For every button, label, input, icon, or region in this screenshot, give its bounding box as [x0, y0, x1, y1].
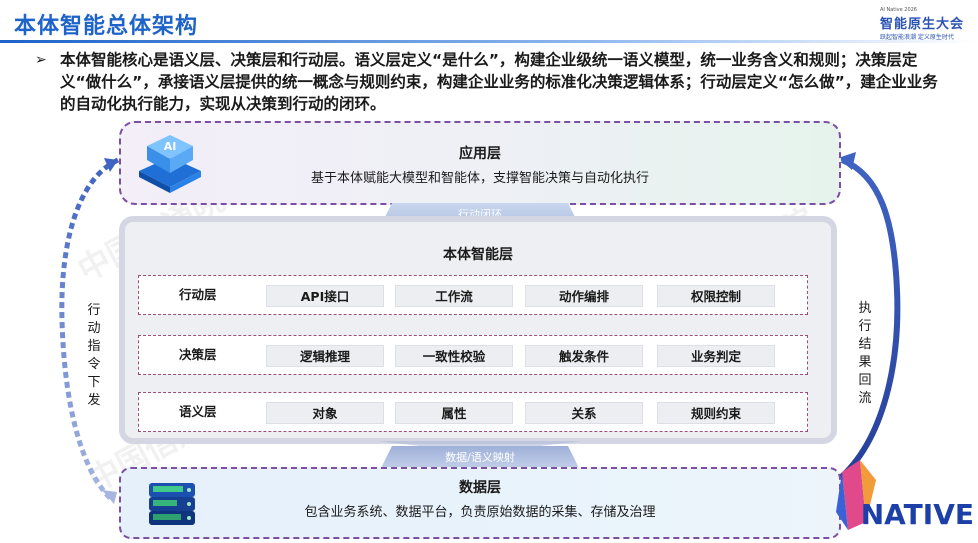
svg-text:AI: AI [164, 140, 177, 153]
bullet-arrow-icon: ➢ [35, 52, 47, 68]
row-label: 行动层 [179, 287, 217, 302]
application-layer-desc: 基于本体赋能大模型和智能体，支撑智能决策与自动化执行 [310, 171, 649, 186]
row-cell: 动作编排 [525, 285, 643, 307]
ontology-layer-title: 本体智能层 [443, 247, 513, 263]
logo-slogan: 跃起智能浪潮 定义原生时代 [880, 34, 954, 41]
row-label: 语义层 [179, 404, 217, 419]
application-layer: AI 应用层 基于本体赋能大模型和智能体，支撑智能决策与自动化执行 [119, 121, 841, 205]
logo-name: 智能原生大会 [880, 17, 965, 32]
row-cell: 工作流 [395, 285, 513, 307]
row-cell: 关系 [525, 402, 643, 424]
row-cell: 权限控制 [657, 285, 775, 307]
native-brand-logo: NATIVE [832, 452, 978, 543]
row-label: 决策层 [179, 347, 217, 362]
left-side-label: 行动指令下发 [87, 303, 101, 408]
application-layer-title: 应用层 [459, 146, 501, 162]
semantic-layer-row: 语义层 对象 属性 关系 规则约束 [138, 392, 808, 432]
row-cell: 规则约束 [657, 402, 775, 424]
right-side-label: 执行结果回流 [858, 301, 872, 406]
action-layer-row: 行动层 API接口 工作流 动作编排 权限控制 [138, 275, 808, 315]
intro-paragraph: 本体智能核心是语义层、决策层和行动层。语义层定义“是什么”，构建企业级统一语义模… [60, 51, 938, 113]
decision-layer-row: 决策层 逻辑推理 一致性校验 触发条件 业务判定 [138, 335, 808, 375]
row-cell: API接口 [266, 285, 384, 307]
data-layer: 数据层 包含业务系统、数据平台，负责原始数据的采集、存储及治理 [119, 467, 841, 539]
title-underline [0, 40, 978, 43]
row-cell: 属性 [395, 402, 513, 424]
conference-logo: AI Native 2026 智能原生大会 跃起智能浪潮 定义原生时代 [870, 6, 970, 42]
brand-text: NATIVE [860, 498, 974, 531]
row-cell: 业务判定 [657, 345, 775, 367]
row-cell: 触发条件 [525, 345, 643, 367]
row-cell: 一致性校验 [395, 345, 513, 367]
data-semantic-mapping-connector: 数据/语义映射 [380, 446, 580, 470]
data-layer-title: 数据层 [459, 480, 501, 496]
row-cell: 对象 [266, 402, 384, 424]
server-stack-icon [149, 483, 195, 525]
data-layer-desc: 包含业务系统、数据平台，负责原始数据的采集、存储及治理 [304, 505, 656, 520]
left-arrowhead [104, 158, 118, 172]
page-title: 本体智能总体架构 [14, 14, 199, 39]
row-cell: 逻辑推理 [266, 345, 384, 367]
logo-small-text: AI Native 2026 [880, 7, 917, 13]
ai-chip-icon: AI [139, 135, 201, 193]
